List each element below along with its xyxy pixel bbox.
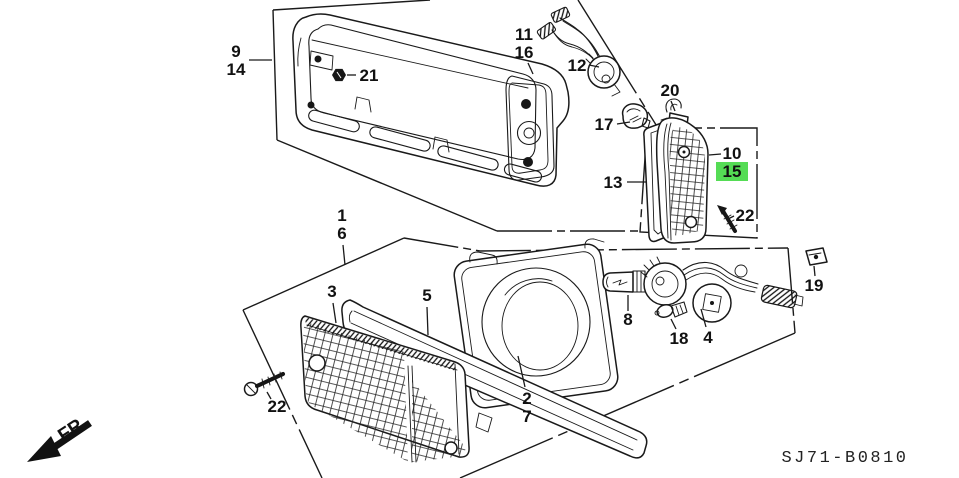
part-number-text[interactable]: 4	[703, 328, 713, 347]
part-label-18[interactable]: 18	[670, 318, 689, 348]
part-number-text[interactable]: 3	[327, 282, 336, 301]
part-number-text[interactable]: 22	[736, 206, 755, 225]
bezel-screw-hole	[307, 101, 315, 109]
corner-lens-drawing	[655, 117, 709, 244]
leader-line	[588, 64, 600, 68]
socket-12-drawing	[536, 6, 621, 97]
part-label-8[interactable]: 8	[623, 295, 633, 329]
clip-19-drawing	[805, 247, 828, 266]
part-number-text[interactable]: 8	[623, 310, 632, 329]
leader-line	[342, 244, 346, 266]
bumper-lens-drawing	[300, 315, 470, 463]
part-number-text[interactable]: 13	[604, 173, 623, 192]
part-number-text[interactable]: 18	[670, 329, 689, 348]
part-number-text[interactable]: 5	[422, 286, 431, 305]
diagram-code: SJ71-B0810	[781, 449, 908, 468]
part-number-text[interactable]: 10	[723, 144, 742, 163]
part-label-19[interactable]: 19	[805, 265, 824, 295]
part-label-13[interactable]: 13	[604, 173, 646, 192]
part-label-3[interactable]: 3	[327, 282, 337, 324]
leader-line	[517, 355, 526, 388]
screw-22-lower-drawing	[243, 371, 285, 397]
part-number-text[interactable]: 20	[661, 81, 680, 100]
leader-line	[670, 100, 676, 112]
leader-line	[426, 306, 429, 336]
part-label-15[interactable]: 15	[716, 162, 748, 181]
corner-lamp-boundary	[639, 127, 758, 239]
seal-gasket-5-drawing	[341, 299, 648, 459]
leader-line	[727, 215, 735, 220]
part-label-20[interactable]: 20	[661, 81, 680, 112]
highlight-box	[716, 162, 748, 181]
leader-line	[527, 62, 534, 75]
mount-nut-drawing	[332, 68, 346, 82]
leader-line	[332, 302, 337, 324]
part-label-22-lower[interactable]: 22	[266, 391, 287, 416]
leader-line	[708, 153, 722, 156]
part-label-22-upper[interactable]: 22	[727, 206, 755, 225]
part-number-text[interactable]: 19	[805, 276, 824, 295]
part-label-17[interactable]: 17	[595, 115, 631, 134]
bulb-18-drawing	[654, 301, 688, 318]
harness-connector	[760, 284, 798, 309]
part-label-5[interactable]: 5	[422, 286, 432, 336]
bezel-screw-hole	[314, 55, 322, 63]
wire-terminal	[536, 21, 557, 40]
part-label-4[interactable]: 4	[700, 308, 713, 347]
garnish-bezel-drawing	[292, 13, 570, 187]
leader-line	[700, 308, 707, 328]
part-number-text[interactable]: 15	[723, 162, 742, 181]
part-label-12[interactable]: 12	[568, 56, 600, 75]
part-number-text[interactable]: 21	[360, 66, 379, 85]
leader-line	[670, 318, 677, 330]
arrow-head	[27, 436, 61, 462]
screw-22-upper-drawing	[717, 205, 738, 233]
part-number-text[interactable]: 12	[568, 56, 587, 75]
part-label-21[interactable]: 21	[347, 66, 378, 85]
part-label-10[interactable]: 10	[708, 144, 742, 163]
wire-terminal	[550, 6, 571, 23]
leader-line	[266, 391, 272, 400]
leader-line	[813, 265, 816, 277]
leader-line	[616, 121, 631, 125]
part-number-text[interactable]: 22	[268, 397, 287, 416]
arrow-shaft	[48, 420, 92, 453]
part-number-text[interactable]: 17	[595, 115, 614, 134]
